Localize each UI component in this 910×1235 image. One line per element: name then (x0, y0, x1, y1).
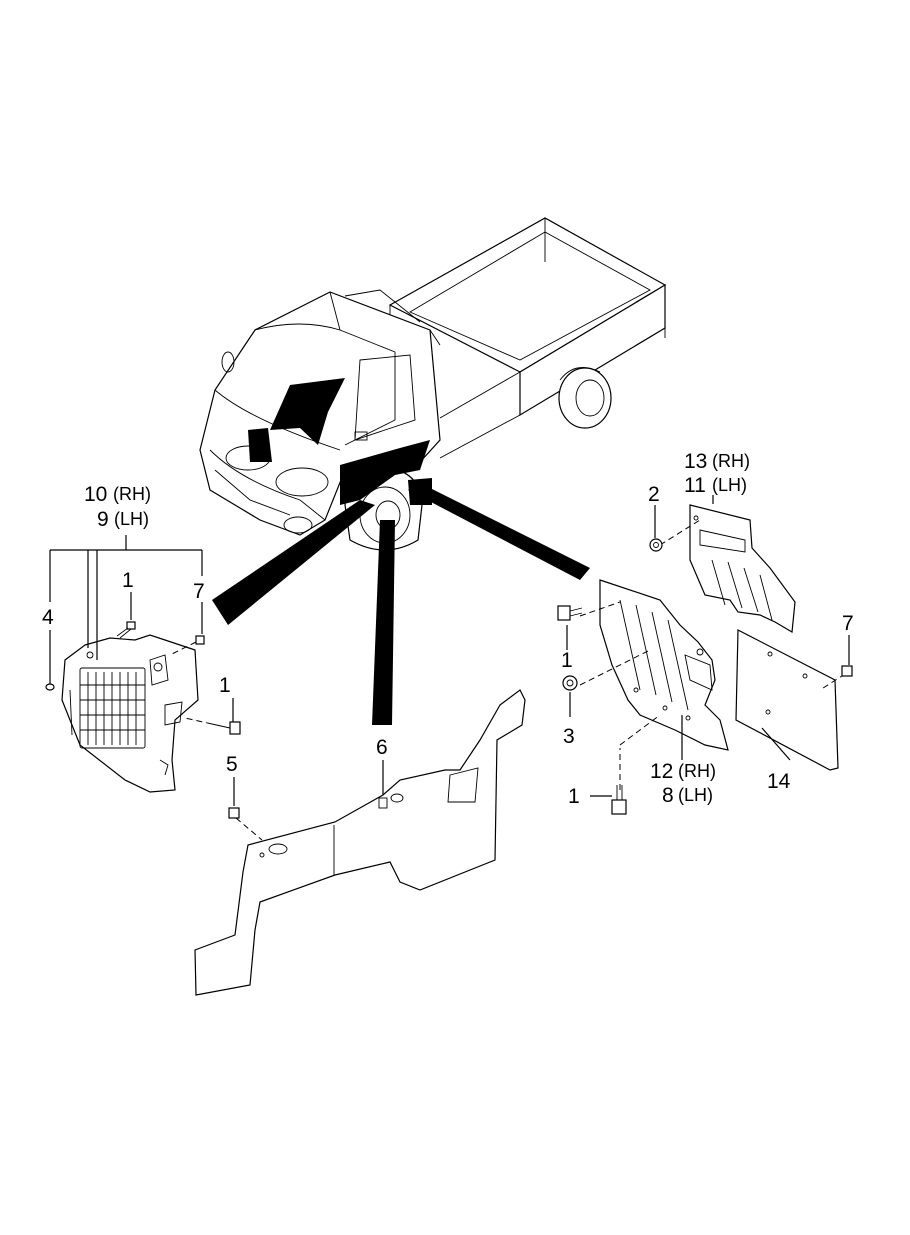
splash-shield-13-11 (689, 504, 796, 633)
label-4: 4 (42, 606, 54, 629)
label-7-left: 7 (193, 580, 205, 603)
left-fasteners (45, 621, 263, 841)
clip-7-left (169, 635, 205, 656)
label-2: 2 (648, 483, 660, 506)
highlighted-regions (248, 378, 432, 505)
label-3: 3 (563, 725, 575, 748)
callout-labels: 10 (RH) 9 (LH) 4 1 7 1 5 6 13 (RH) 11 (L… (42, 450, 854, 808)
label-12-rh: (RH) (678, 761, 716, 781)
label-1-right: 1 (561, 649, 573, 672)
label-1-left: 1 (122, 569, 134, 592)
grille-pattern (80, 672, 145, 745)
label-12: 12 (650, 760, 673, 783)
screw-1-lower-right (611, 785, 627, 815)
label-7-right: 7 (842, 612, 854, 635)
label-11: 11 (684, 474, 706, 497)
cargo-bed (388, 217, 667, 459)
label-13: 13 (684, 450, 707, 473)
screw-1-upper-right (557, 605, 583, 621)
label-6: 6 (376, 736, 388, 759)
label-9-lh: (LH) (114, 509, 149, 529)
label-9: 9 (97, 508, 109, 531)
label-14: 14 (767, 770, 791, 793)
left-callout-bracket (49, 535, 235, 806)
mud-flap-14 (735, 629, 839, 771)
clip-7-right (841, 665, 853, 677)
nut-3 (562, 675, 578, 691)
inner-panel-assembly-left (61, 634, 199, 793)
mudguard-12-8 (599, 579, 729, 751)
label-10: 10 (84, 483, 107, 506)
label-1-right-lower: 1 (568, 785, 580, 808)
label-8-lh: (LH) (678, 785, 713, 805)
label-1-left-lower: 1 (219, 674, 231, 697)
label-13-rh: (RH) (712, 451, 750, 471)
clip-4 (45, 683, 55, 691)
label-8: 8 (662, 784, 674, 807)
panel-part-6 (194, 689, 526, 996)
screw-1-upper-left (116, 621, 136, 639)
label-10-rh: (RH) (113, 484, 151, 504)
pointer-bands (212, 482, 590, 725)
label-5: 5 (226, 753, 238, 776)
screw-1-lower-left (184, 717, 241, 735)
label-11-lh: (LH) (712, 475, 747, 495)
truck-illustration (199, 217, 667, 551)
clip-5 (228, 807, 263, 841)
mudguard-assembly-right (557, 495, 853, 815)
nut-2 (649, 538, 663, 552)
rear-wheel (558, 367, 612, 429)
